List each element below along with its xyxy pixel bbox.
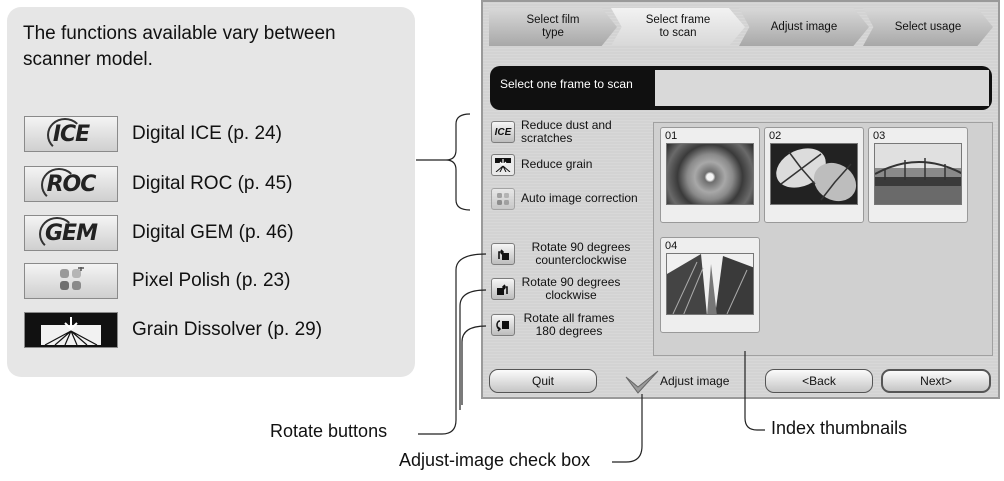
info-panel: The functions available vary between sca…	[7, 7, 415, 377]
rotate-cw-button[interactable]: Rotate 90 degrees clockwise	[491, 276, 651, 304]
pixel-polish-icon	[491, 188, 515, 210]
thumbnail-frame[interactable]: 03	[868, 127, 968, 223]
next-button[interactable]: Next>	[881, 369, 991, 393]
callout-adjust-check: Adjust-image check box	[399, 450, 591, 470]
feature-gem: GEM Digital GEM (p. 46)	[24, 215, 414, 253]
feature-label: Digital ROC (p. 45)	[132, 173, 293, 194]
wizard-steps: Select film type Select frame to scan Ad…	[489, 8, 993, 46]
thumbnail-frame[interactable]: 02	[764, 127, 864, 223]
rotate-ccw-icon	[491, 243, 515, 265]
thumbnail-image-bridge	[874, 143, 962, 205]
thumbnail-frame[interactable]: 01	[660, 127, 760, 223]
step-select-frame[interactable]: Select frame to scan	[611, 8, 745, 46]
step-adjust-image[interactable]: Adjust image	[739, 8, 869, 46]
rotate-ccw-button[interactable]: Rotate 90 degrees counterclockwise	[491, 241, 651, 269]
adjust-image-checkbox[interactable]: Adjust image	[624, 369, 754, 395]
rotate-cw-icon	[491, 278, 515, 300]
feature-label: Digital ICE (p. 24)	[132, 123, 282, 144]
roc-icon: ROC	[24, 166, 118, 202]
thumbnail-frame[interactable]: 04	[660, 237, 760, 333]
feature-label: Digital GEM (p. 46)	[132, 222, 294, 243]
auto-correction-button[interactable]: Auto image correction	[491, 186, 651, 214]
reduce-grain-button[interactable]: Reduce grain	[491, 152, 651, 180]
step-select-usage[interactable]: Select usage	[863, 8, 993, 46]
scanner-window: Select film type Select frame to scan Ad…	[481, 0, 1000, 399]
feature-roc: ROC Digital ROC (p. 45)	[24, 166, 414, 204]
thumbnail-image-skyscrapers	[666, 253, 754, 315]
info-text: The functions available vary between sca…	[23, 23, 336, 70]
gem-icon: GEM	[24, 215, 118, 251]
ice-icon: ICE	[24, 116, 118, 152]
message-bar: Select one frame to scan	[490, 66, 992, 110]
index-thumbnails: 01 02 03 04	[653, 122, 993, 356]
quit-button[interactable]: Quit	[489, 369, 597, 393]
feature-label: Grain Dissolver (p. 29)	[132, 319, 323, 340]
step-select-film-type[interactable]: Select film type	[489, 8, 617, 46]
feature-label: Pixel Polish (p. 23)	[132, 270, 291, 291]
ice-icon: ICE	[491, 121, 515, 143]
feature-ice: ICE Digital ICE (p. 24)	[24, 116, 414, 154]
feature-grain-dissolver: Grain Dissolver (p. 29)	[24, 312, 414, 350]
message-text: Select one frame to scan	[500, 77, 633, 91]
pixel-polish-icon	[24, 263, 118, 299]
reduce-dust-button[interactable]: ICE Reduce dust and scratches	[491, 119, 651, 147]
back-button[interactable]: <Back	[765, 369, 873, 393]
callout-index-thumbnails: Index thumbnails	[771, 418, 908, 438]
grain-icon	[491, 154, 515, 176]
message-box	[655, 70, 989, 106]
checkmark-icon	[625, 370, 659, 394]
rotate-180-icon	[491, 314, 515, 336]
callout-rotate-buttons: Rotate buttons	[270, 421, 388, 441]
feature-pixel-polish: Pixel Polish (p. 23)	[24, 263, 414, 301]
thumbnail-image-leaves	[770, 143, 858, 205]
rotate-180-button[interactable]: Rotate all frames 180 degrees	[491, 312, 651, 340]
thumbnail-image-flower	[666, 143, 754, 205]
grain-dissolver-icon	[24, 312, 118, 348]
